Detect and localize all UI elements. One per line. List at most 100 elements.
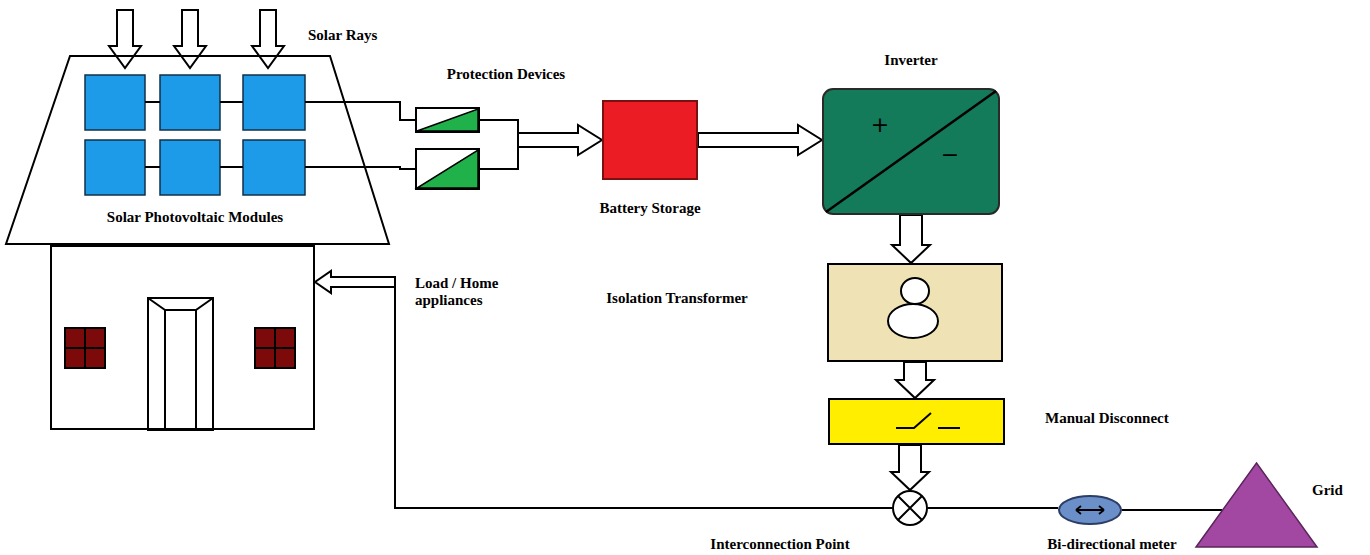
window: [255, 328, 295, 368]
pv-roof: Solar Photovoltaic Modules: [5, 55, 390, 245]
block-arrow: [892, 215, 930, 263]
block-arrow: [518, 125, 602, 155]
roof-outline: [6, 56, 389, 244]
module-wire: [305, 101, 345, 103]
wire-line: [1122, 509, 1222, 511]
wire-line: [345, 102, 415, 120]
connector: [928, 508, 1058, 509]
switch-symbol: [896, 413, 960, 428]
grid-triangle-shape: [1195, 462, 1318, 548]
node-label: Interconnection Point: [710, 536, 849, 553]
grid-triangle: Grid: [1195, 462, 1318, 548]
pv-module: [85, 75, 145, 130]
window-bar: [255, 347, 295, 349]
disconnect-switch: Manual Disconnect: [828, 398, 1005, 445]
pv-module: [160, 75, 220, 130]
wire-line: [480, 120, 518, 169]
battery-box-shape: [602, 100, 698, 180]
protection-device: [416, 149, 479, 189]
house-body: Load / Home appliances: [50, 245, 315, 430]
solar-rays: [109, 10, 284, 68]
interconnection-point-shape: [892, 490, 928, 526]
interconnection-point: Interconnection Point: [892, 490, 928, 526]
polarity-sign: +: [871, 112, 889, 137]
bidirectional-meter: Bi-directional meter: [1058, 495, 1122, 525]
pv-modules: [85, 75, 305, 195]
module-wire: [305, 166, 365, 168]
bidirectional-meter-shape: [1058, 495, 1122, 525]
inverter-box-shape: [822, 88, 1000, 215]
pv-module: [243, 75, 305, 130]
protection-devices-shape: [415, 107, 480, 190]
inverter-outline: [823, 89, 999, 214]
module-wire: [145, 166, 160, 168]
figure-label: Solar Rays: [308, 27, 377, 44]
wire-line: [928, 507, 1058, 509]
pv-module: [85, 140, 145, 195]
meter-arrow: [1076, 506, 1104, 514]
module-wiring: [145, 102, 365, 167]
node-label: Inverter: [884, 52, 937, 69]
block-arrow: [896, 362, 934, 398]
transformer-coil: [901, 278, 929, 304]
meter-body: [1059, 496, 1121, 524]
door-leaf: [148, 298, 165, 430]
wire-line: [395, 282, 892, 508]
disconnect-switch-shape: [828, 398, 1005, 445]
battery-box: Battery Storage: [602, 100, 698, 180]
inverter-box: Inverter+−: [822, 88, 1000, 215]
transformer-box: Isolation Transformer: [827, 263, 1003, 362]
node-label: Manual Disconnect: [1045, 410, 1169, 427]
module-wire: [220, 166, 243, 168]
pv-module: [243, 140, 305, 195]
protection-fill: [417, 150, 478, 188]
grid-symbol: [1196, 463, 1317, 547]
door-leaf: [196, 298, 213, 430]
block-arrow: [891, 445, 929, 490]
ray-arrow: [252, 10, 284, 68]
ray-arrow: [109, 10, 141, 68]
node-label: Bi-directional meter: [1047, 536, 1176, 553]
junction-cross: [898, 496, 922, 520]
inverter-diagonal: [826, 91, 996, 212]
connector: [698, 125, 822, 155]
protection-device: [416, 108, 479, 132]
polarity-sign: −: [941, 142, 959, 167]
house-outline: [51, 246, 314, 429]
wire-line: [365, 167, 415, 169]
window: [65, 328, 105, 368]
connector: [480, 120, 602, 169]
transformer-box-shape: [827, 263, 1003, 362]
transformer-coil: [888, 304, 938, 338]
connector: [891, 445, 929, 490]
protection-devices: Protection Devices: [415, 107, 480, 190]
node-label: Battery Storage: [599, 200, 700, 217]
disconnect-outline: [829, 399, 1004, 444]
house-body-shape: [50, 245, 315, 430]
node-label: Solar Photovoltaic Modules: [107, 209, 283, 226]
connector: [1122, 510, 1222, 511]
module-wire: [220, 101, 243, 103]
block-arrow: [698, 125, 822, 155]
module-wire: [145, 101, 160, 103]
window-bar: [65, 347, 105, 349]
house-door: [148, 298, 213, 430]
junction-circle: [893, 491, 927, 525]
node-label: Load / Home appliances: [415, 275, 535, 309]
ray-arrow: [174, 10, 206, 68]
house-windows: [65, 328, 295, 368]
protection-fill: [417, 109, 478, 131]
connector: [896, 362, 934, 398]
battery-outline: [603, 101, 697, 179]
node-label: Protection Devices: [447, 66, 565, 83]
door-frame: [148, 298, 213, 430]
pv-module: [160, 140, 220, 195]
node-label: Grid: [1312, 482, 1343, 499]
connector: [315, 271, 892, 508]
connector: [892, 215, 930, 263]
transformer-outline: [828, 264, 1002, 361]
